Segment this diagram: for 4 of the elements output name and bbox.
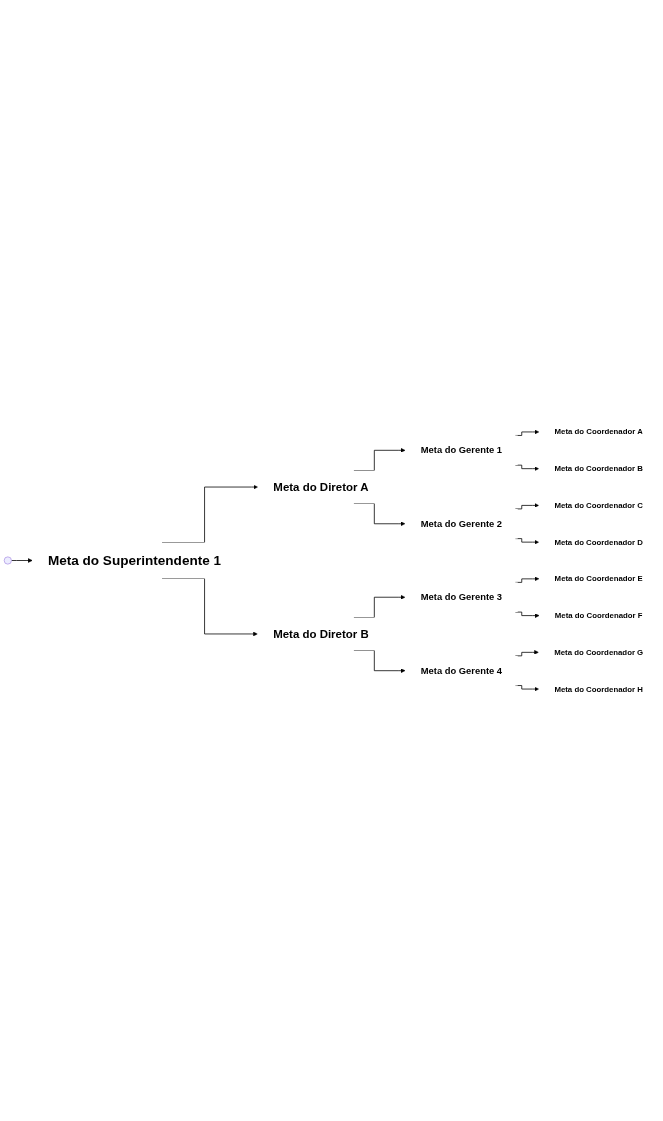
node-text: Meta do Gerente 4: [420, 665, 503, 676]
node-text: Meta do Gerente 2: [420, 518, 503, 529]
node-text: Meta do Gerente 1: [420, 444, 503, 456]
node-text: Meta do Gerente 3: [420, 591, 503, 603]
